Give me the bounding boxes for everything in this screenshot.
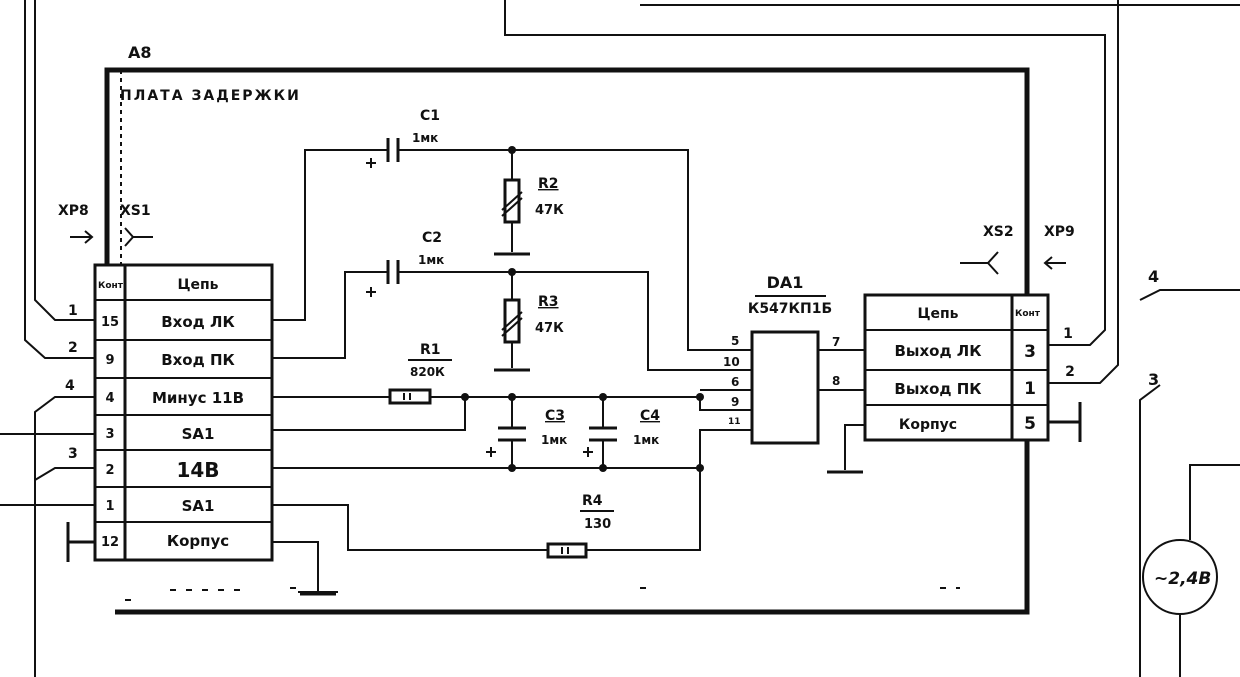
right-header-pin: Конт [1015, 309, 1041, 319]
left-pin: 15 [101, 315, 119, 330]
left-connector-table [93, 263, 274, 562]
left-net: SA1 [182, 425, 215, 443]
connector-xp8: XP8 [58, 203, 89, 219]
resistor-r1 [388, 388, 432, 405]
resistor-r3 [501, 298, 523, 344]
wire-label: 2 [1065, 364, 1075, 380]
r2-ref: R2 [538, 176, 559, 192]
r1-value: 820К [410, 365, 445, 379]
left-pin: 2 [105, 463, 114, 478]
c2-value: 1мк [418, 253, 444, 267]
left-pin: 1 [105, 499, 114, 514]
left-net: 14В [176, 458, 219, 482]
ic-ref: DA1 [767, 273, 804, 292]
c4-value: 1мк [633, 433, 659, 447]
c3-ref: C3 [545, 408, 565, 424]
r1-ref: R1 [420, 342, 441, 358]
r4-ref: R4 [582, 493, 603, 509]
wire-label: 4 [65, 378, 75, 394]
wire-label: 1 [1063, 326, 1073, 342]
left-pin: 3 [105, 427, 114, 442]
capacitor-c2 [366, 260, 400, 297]
right-net: Корпус [899, 417, 957, 433]
socket-icon [124, 227, 153, 247]
ic-pin: 8 [832, 374, 840, 388]
connector-xp9: XP9 [1044, 224, 1075, 240]
left-header-net: Цепь [177, 277, 218, 293]
capacitor-c3 [486, 426, 526, 457]
right-header-net: Цепь [917, 306, 958, 322]
ic-pin: 11 [728, 417, 741, 427]
board-wiring [125, 149, 960, 601]
junction-dots [461, 146, 704, 472]
plug-arrow-icon [1043, 256, 1066, 270]
right-pin: 3 [1024, 342, 1036, 362]
left-header-pin: Конт [98, 281, 124, 291]
ic-pin: 5 [731, 334, 739, 348]
left-net: SA1 [182, 497, 215, 515]
left-pin: 4 [105, 391, 114, 406]
left-net: Вход ПК [161, 351, 235, 369]
right-net: Выход ЛК [894, 342, 982, 360]
resistor-r2 [501, 178, 523, 224]
c4-ref: C4 [640, 408, 660, 424]
capacitor-c1 [366, 138, 400, 168]
connector-xs1: XS1 [120, 203, 151, 219]
r4-value: 130 [584, 517, 611, 532]
capacitor-c4 [583, 426, 617, 457]
block-ref-4: 4 [1148, 267, 1159, 286]
c2-ref: C2 [422, 230, 442, 246]
socket-icon [960, 251, 999, 275]
board-ref: A8 [128, 43, 152, 62]
ic-type: К547КП1Б [748, 301, 832, 317]
left-pin: 12 [101, 535, 119, 550]
right-net: Выход ПК [894, 380, 982, 398]
wire-label: 3 [68, 446, 78, 462]
left-net: Минус 11В [152, 389, 244, 407]
lamp-label: ~2,4В [1154, 569, 1211, 589]
ic-da1 [750, 330, 820, 445]
wire-label: 2 [68, 340, 78, 356]
resistor-r4 [546, 542, 588, 559]
ic-pin: 9 [731, 395, 739, 409]
ic-pin: 6 [731, 375, 739, 389]
left-pin: 9 [105, 353, 114, 368]
wire-label: 1 [68, 303, 78, 319]
right-pin: 5 [1024, 414, 1036, 434]
c3-value: 1мк [541, 433, 567, 447]
ic-pin: 10 [723, 355, 740, 369]
c1-ref: C1 [420, 108, 440, 124]
plug-arrow-icon [70, 230, 94, 244]
ic-pin: 7 [832, 335, 840, 349]
right-pin: 1 [1024, 379, 1036, 399]
right-connector-table [863, 293, 1082, 442]
r3-ref: R3 [538, 294, 559, 310]
board-outline [104, 67, 1030, 615]
left-net: Вход ЛК [161, 313, 235, 331]
connector-xs2: XS2 [983, 224, 1014, 240]
c1-value: 1мк [412, 131, 438, 145]
left-net: Корпус [167, 532, 229, 550]
wire-label-3: 3 [1148, 370, 1159, 389]
board-title: ПЛАТА ЗАДЕРЖКИ [120, 88, 301, 104]
r3-value: 47К [535, 321, 564, 336]
r2-value: 47К [535, 203, 564, 218]
